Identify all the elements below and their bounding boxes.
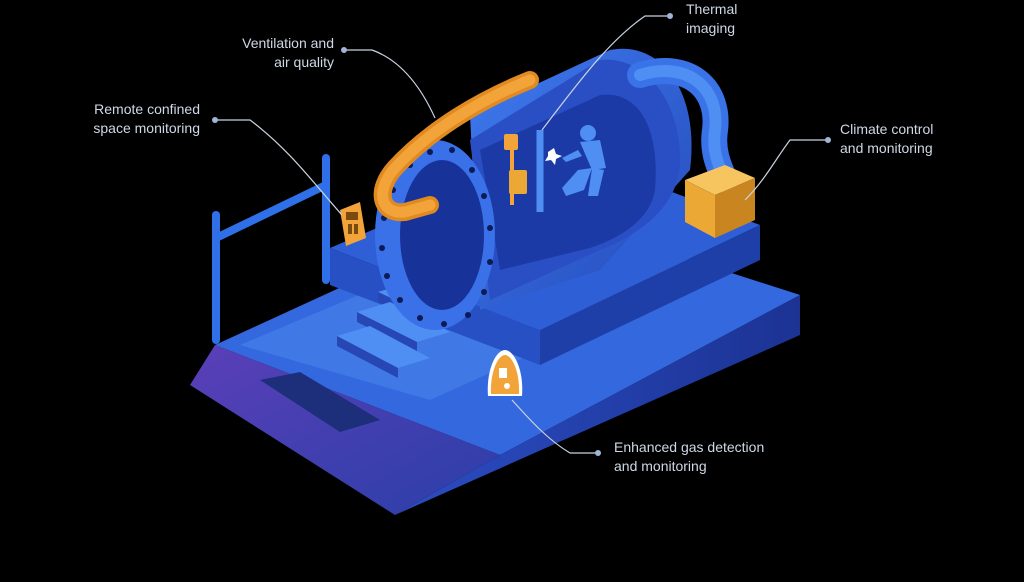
ventilation-line1: Ventilation and <box>242 35 334 51</box>
ventilation-label: Ventilation and air quality <box>232 34 334 72</box>
thermal-imaging-label: Thermal imaging <box>686 0 737 38</box>
gas-detection-label: Enhanced gas detection and monitoring <box>614 438 764 476</box>
thermal-line2: imaging <box>686 20 736 36</box>
leader-dots <box>212 13 831 456</box>
remote-monitoring-label: Remote confined space monitoring <box>80 100 200 138</box>
climate-control-unit <box>685 165 755 238</box>
thermal-camera <box>504 130 544 212</box>
gas-line1: Enhanced gas detection <box>614 439 765 455</box>
ventilation-line2: air quality <box>274 54 334 70</box>
climate-line1: Climate control <box>840 121 934 137</box>
climate-control-label: Climate control and monitoring <box>840 120 933 158</box>
thermal-line1: Thermal <box>686 1 738 17</box>
confined-space-tank <box>375 48 692 330</box>
leader-lines <box>215 15 828 454</box>
climate-line2: and monitoring <box>840 140 933 156</box>
welder-figure <box>545 125 606 196</box>
remote-line1: Remote confined <box>94 101 200 117</box>
remote-line2: space monitoring <box>93 120 200 136</box>
gas-line2: and monitoring <box>614 458 707 474</box>
gas-detector <box>487 350 523 396</box>
ventilation-duct <box>373 71 539 222</box>
climate-hose <box>627 58 738 193</box>
remote-monitoring-panel <box>340 202 366 246</box>
safety-railing <box>212 154 330 344</box>
